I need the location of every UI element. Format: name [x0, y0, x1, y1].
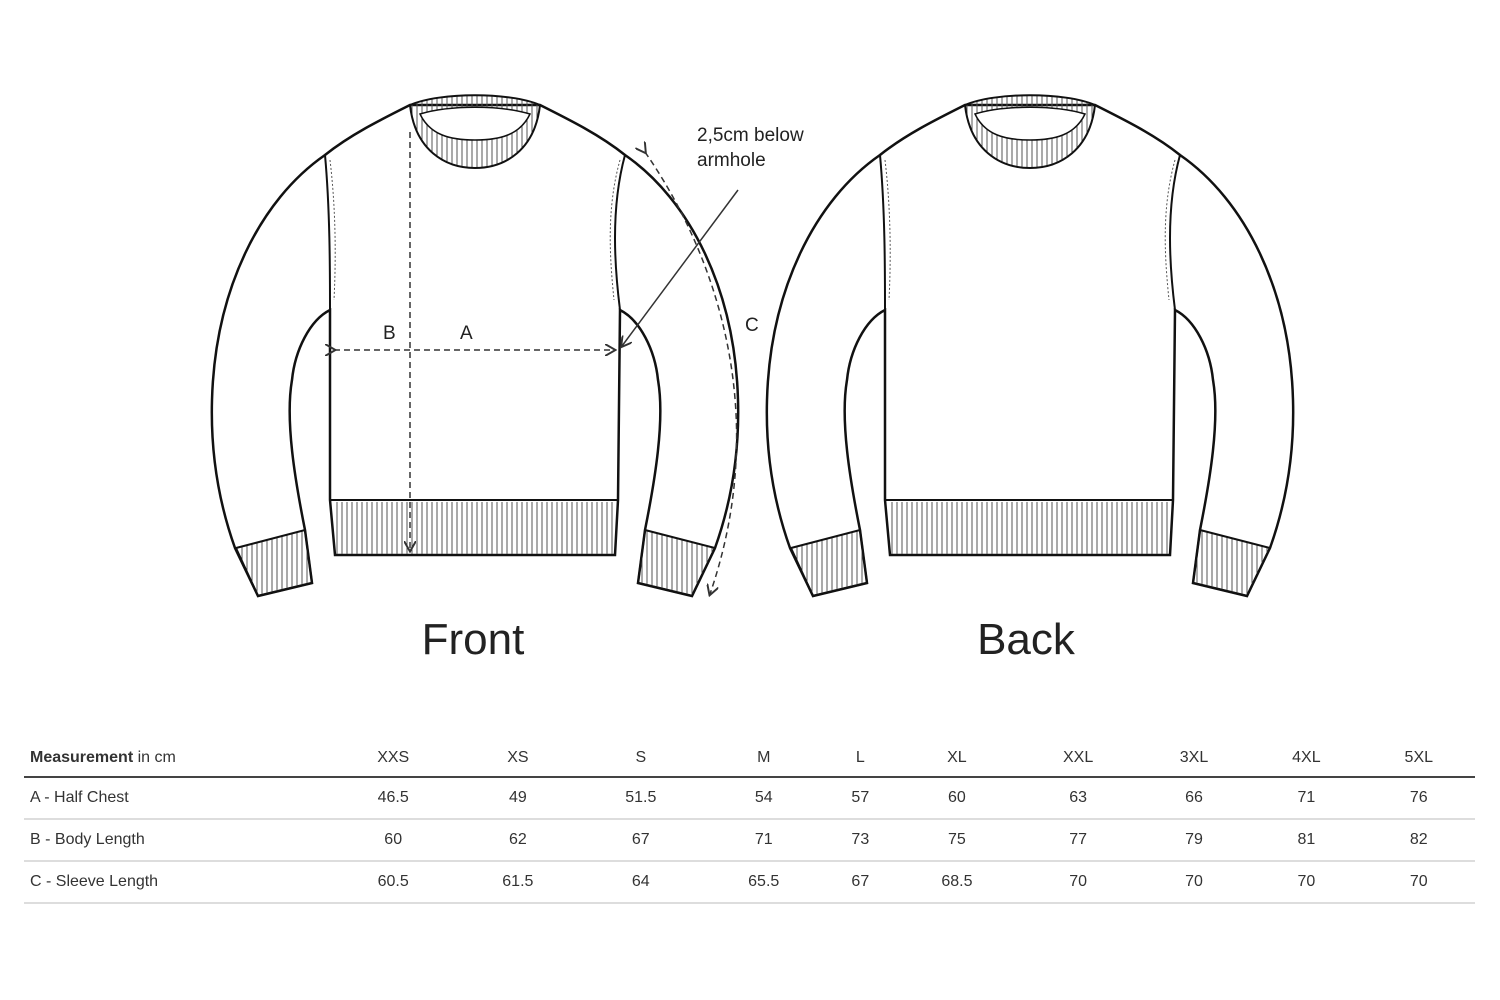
back-label: Back [977, 615, 1075, 664]
size-header: XXS [330, 740, 457, 778]
back-sweatshirt-drawing [765, 94, 1295, 598]
table-cell: 62 [456, 819, 580, 862]
table-cell: 54 [702, 777, 826, 820]
table-cell: 64 [579, 861, 703, 904]
dimension-c-arc [645, 152, 738, 594]
table-cell: 70 [1362, 861, 1475, 904]
table-cell: 82 [1362, 819, 1475, 862]
table-cell: 63 [1018, 777, 1138, 820]
table-cell: 71 [702, 819, 826, 862]
table-cell: 57 [825, 777, 896, 820]
measurement-lines [334, 132, 739, 594]
table-cell: 60.5 [330, 861, 457, 904]
table-cell: 75 [895, 819, 1019, 862]
table-cell: 46.5 [330, 777, 457, 820]
armhole-annotation: 2,5cm below armhole [697, 123, 804, 173]
table-cell: 71 [1250, 777, 1363, 820]
table-header-row: Measurement in cm XXS XS S M L XL XXL 3X… [24, 740, 1475, 778]
table-cell: 68.5 [895, 861, 1019, 904]
sweatshirt-diagrams [210, 94, 1295, 700]
table-cell: 49 [456, 777, 580, 820]
table-cell: 60 [330, 819, 457, 862]
table-cell: 81 [1250, 819, 1363, 862]
size-header: 4XL [1250, 740, 1363, 778]
table-cell: 70 [1137, 861, 1251, 904]
header-unit: in cm [133, 749, 176, 766]
table-cell: 61.5 [456, 861, 580, 904]
measurement-header: Measurement in cm [24, 740, 330, 778]
annotation-pointer-arrow [622, 189, 739, 346]
size-table: Measurement in cm XXS XS S M L XL XXL 3X… [24, 740, 1475, 904]
table-cell: 51.5 [579, 777, 703, 820]
table-cell: 65.5 [702, 861, 826, 904]
size-header: XS [456, 740, 580, 778]
table-cell: 67 [825, 861, 896, 904]
table-cell: 73 [825, 819, 896, 862]
dimension-b-label: B [383, 323, 396, 344]
header-bold: Measurement [30, 749, 134, 766]
table-cell: 77 [1018, 819, 1138, 862]
front-sweatshirt-drawing [210, 94, 740, 598]
size-header: 5XL [1362, 740, 1475, 778]
front-label: Front [421, 615, 525, 664]
size-header: L [825, 740, 896, 778]
size-header: M [702, 740, 826, 778]
dimension-c-label: C [745, 315, 759, 336]
dimension-a-label: A [460, 323, 473, 344]
size-header: XXL [1018, 740, 1138, 778]
table-cell: 67 [579, 819, 703, 862]
size-header: S [579, 740, 703, 778]
table-cell: 70 [1018, 861, 1138, 904]
row-label: A - Half Chest [24, 777, 330, 820]
annotation-line-1: 2,5cm below [697, 125, 804, 146]
table-cell: 60 [895, 777, 1019, 820]
size-header: 3XL [1137, 740, 1251, 778]
table-cell: 70 [1250, 861, 1363, 904]
row-label: C - Sleeve Length [24, 861, 330, 904]
table-cell: 76 [1362, 777, 1475, 820]
size-header: XL [895, 740, 1019, 778]
annotation-line-2: armhole [697, 150, 766, 171]
table-cell: 66 [1137, 777, 1251, 820]
table-cell: 79 [1137, 819, 1251, 862]
row-label: B - Body Length [24, 819, 330, 862]
